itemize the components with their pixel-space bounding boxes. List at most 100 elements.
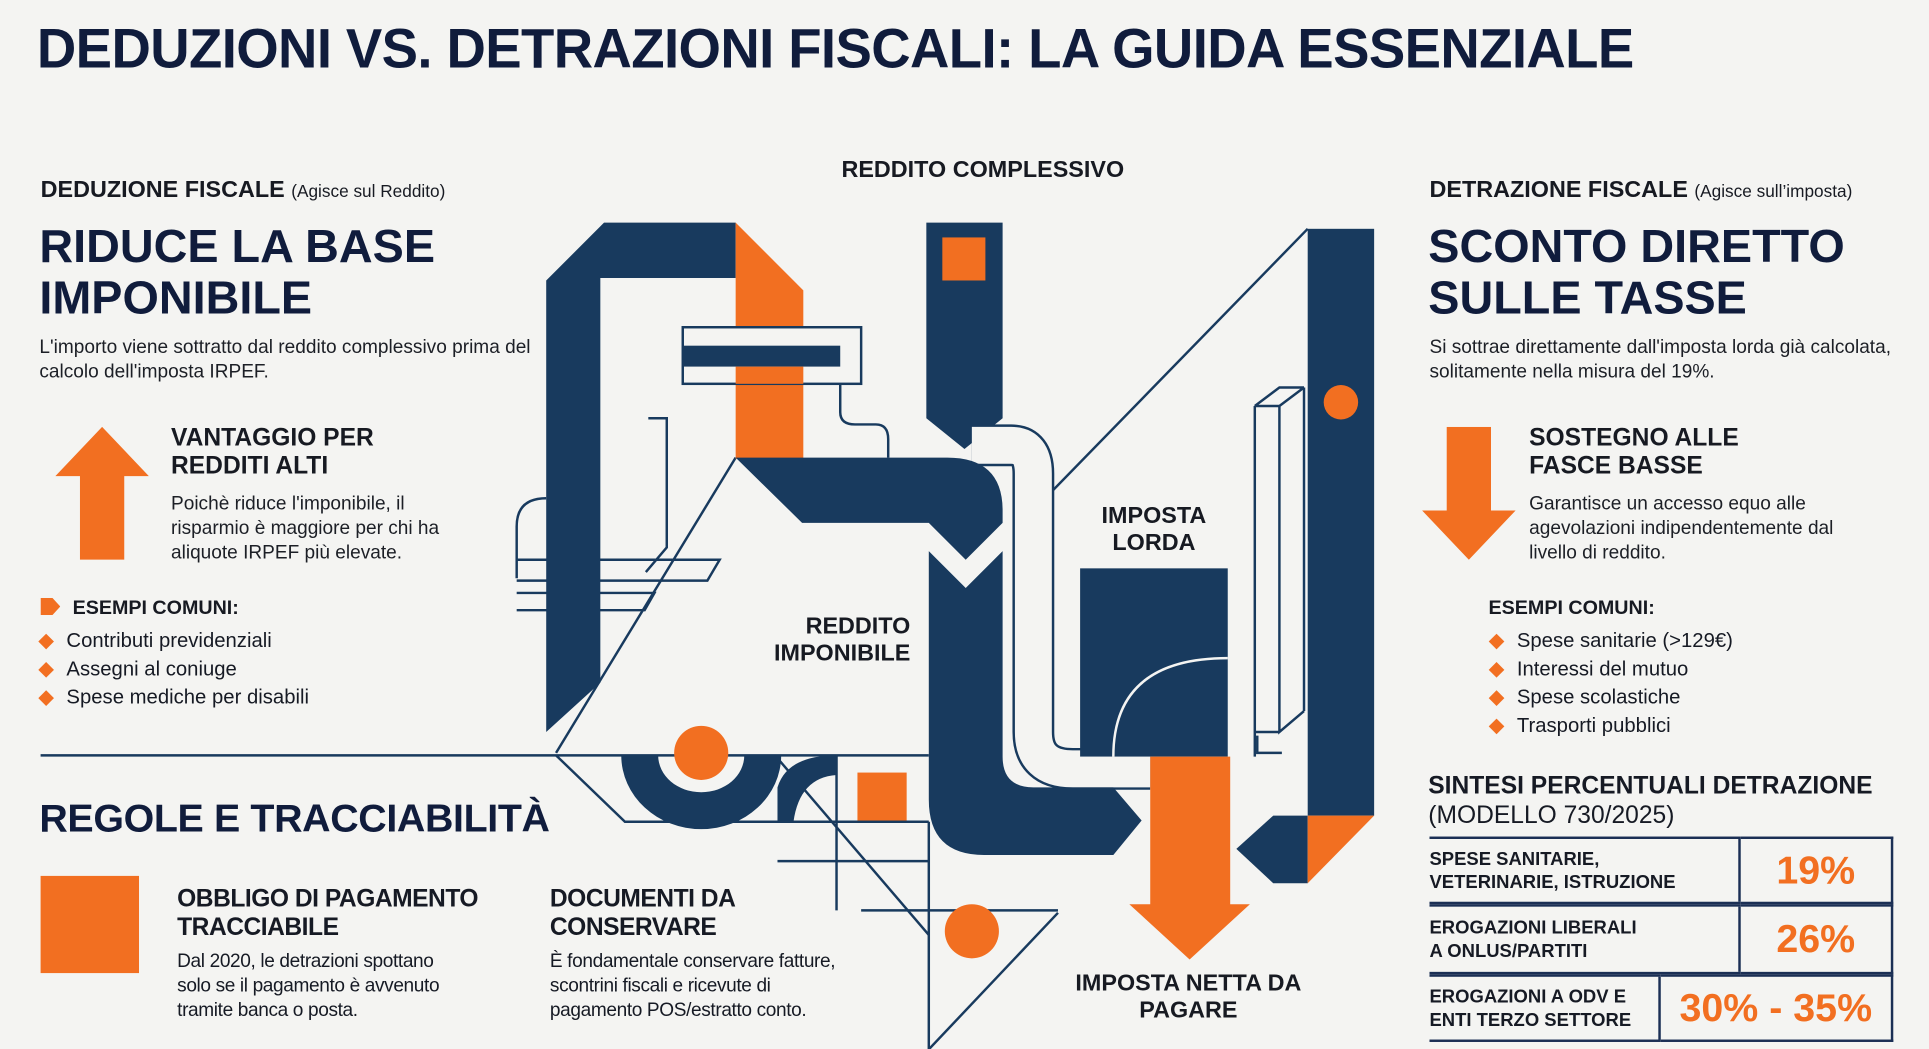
diagram-line [927,911,1059,1049]
diamond-bullet-icon [1488,690,1505,706]
diamond-bullet-icon [1488,662,1505,678]
list-item: Contributi previdenziali [38,627,309,655]
kicker-text: DEDUZIONE FISCALE [40,177,285,203]
list-item-text: Trasporti pubblici [1516,714,1671,737]
detraction-description: Si sottrae direttamente dall'imposta lor… [1429,337,1892,383]
list-item: Spese sanitarie (>129€) [1488,627,1733,655]
navy-column [1307,228,1375,816]
rule-title: DOCUMENTI DA [549,885,736,913]
arrow-up-icon [55,426,149,560]
detraction-examples-title: ESEMPI COMUNI: [1488,597,1655,619]
diamond-bullet-icon [38,690,54,706]
diagram-line [838,385,890,458]
benefit-title-line: FASCE BASSE [1529,452,1703,480]
diagram-line [554,456,737,754]
table-cell-value: 26% [1738,904,1894,975]
white-pipe [971,426,1151,788]
benefit-title-line: SOSTEGNO ALLE [1529,424,1739,452]
arrow-down-icon [1422,426,1516,560]
orange-circle [944,904,999,959]
summary-title: SINTESI PERCENTUALI DETRAZIONE [1428,772,1873,800]
orange-circle [674,725,729,780]
table-row: SPESE SANITARIE,VETERINARIE, ISTRUZIONE … [1429,836,1894,905]
kicker-note: (Agisce sul Reddito) [291,180,446,201]
band-outline [515,497,547,579]
orange-square [942,237,986,281]
headline-line: SCONTO DIRETTO [1428,221,1845,274]
deduction-kicker: DEDUZIONE FISCALE (Agisce sul Reddito) [41,177,446,204]
navy-quarter [777,755,837,822]
kicker-text: DETRAZIONE FISCALE [1429,177,1688,203]
rules-title: REGOLE E TRACCIABILITÀ [39,795,550,841]
rule-item: DOCUMENTI DA CONSERVARE È fondamentale c… [549,885,836,1024]
orange-square [857,772,907,821]
label-imposta-lorda: IMPOSTA LORDA [1101,503,1207,557]
imposta-lorda-block [1080,568,1228,757]
deduction-benefit-text: Poichè riduce l'imponibile, il risparmio… [170,493,440,564]
page-title: DEDUZIONI VS. DETRAZIONI FISCALI: LA GUI… [36,17,1634,80]
label-imposta-netta: IMPOSTA NETTA DA PAGARE [1075,970,1302,1024]
arc-line [1112,656,1228,757]
rule-text: pagamento POS/estratto conto. [549,1000,807,1022]
diamond-bullet-icon [1488,633,1505,650]
headline-line: RIDUCE LA BASE [39,221,436,274]
rule-title: TRACCIABILE [177,914,339,942]
navy-pipe-bottom [928,551,1142,855]
orange-block [735,366,804,384]
rule-text: È fondamentale conservare fatture, [549,950,836,972]
examples-title-text: ESEMPI COMUNI: [72,597,239,619]
net-tax-arrow [1129,756,1250,960]
band-outline [516,558,722,582]
list-item: Interessi del mutuo [1488,656,1733,684]
navy-hook-shape [546,222,736,732]
diagram-line [555,754,929,824]
deduction-examples-list: Contributi previdenziali Assegni al coni… [38,627,309,712]
list-item: Assegni al coniuge [38,656,309,684]
diamond-bullet-icon [38,662,54,678]
rule-item: OBBLIGO DI PAGAMENTO TRACCIABILE Dal 202… [177,886,478,1024]
list-item-text: Spese sanitarie (>129€) [1516,629,1733,653]
diagram-line [644,417,668,573]
navy-bowl [621,755,782,830]
benefit-title-line: VANTAGGIO PER [170,424,374,452]
diagram-line [1026,227,1309,518]
rule-title: CONSERVARE [549,914,717,942]
orange-circle [1323,385,1359,420]
detraction-benefit-text: Garantisce un accesso equo alle agevolaz… [1529,493,1834,564]
navy-pipe-top [735,457,1003,560]
rule-text: tramite banca o posta. [177,1000,358,1022]
label-reddito-complessivo: REDDITO COMPLESSIVO [841,157,1125,184]
rule-text: Dal 2020, le detrazioni spottano [177,950,434,972]
detraction-examples-list: Spese sanitarie (>129€) Interessi del mu… [1488,627,1733,740]
box-outline [1253,386,1306,757]
navy-chevron [1236,815,1308,884]
list-item: Trasporti pubblici [1488,712,1733,740]
deduction-examples-title: ESEMPI COMUNI: [40,597,239,620]
list-item-text: Assegni al coniuge [66,658,237,681]
deduction-description: L'importo viene sottratto dal reddito co… [39,337,531,383]
list-item: Spese scolastiche [1488,684,1733,712]
diagram-line [1256,735,1282,755]
table-row-group: SPESE SANITARIE,VETERINARIE, ISTRUZIONE … [1429,836,1894,905]
summary-subtitle: (MODELLO 730/2025) [1428,802,1675,830]
rule-text: solo se il pagamento è avvenuto [177,975,440,997]
benefit-title-line: REDDITI ALTI [170,452,329,480]
kicker-note: (Agisce sull’imposta) [1694,180,1853,201]
summary-table: SPESE SANITARIE,VETERINARIE, ISTRUZIONE … [1429,836,1894,1042]
list-item-text: Contributi previdenziali [66,629,272,653]
label-reddito-imponibile: REDDITO IMPONIBILE [773,613,911,667]
diamond-bullet-icon [1488,718,1505,735]
rule-title: OBBLIGO DI PAGAMENTO [177,885,479,913]
headline-line: SULLE TASSE [1428,273,1747,325]
